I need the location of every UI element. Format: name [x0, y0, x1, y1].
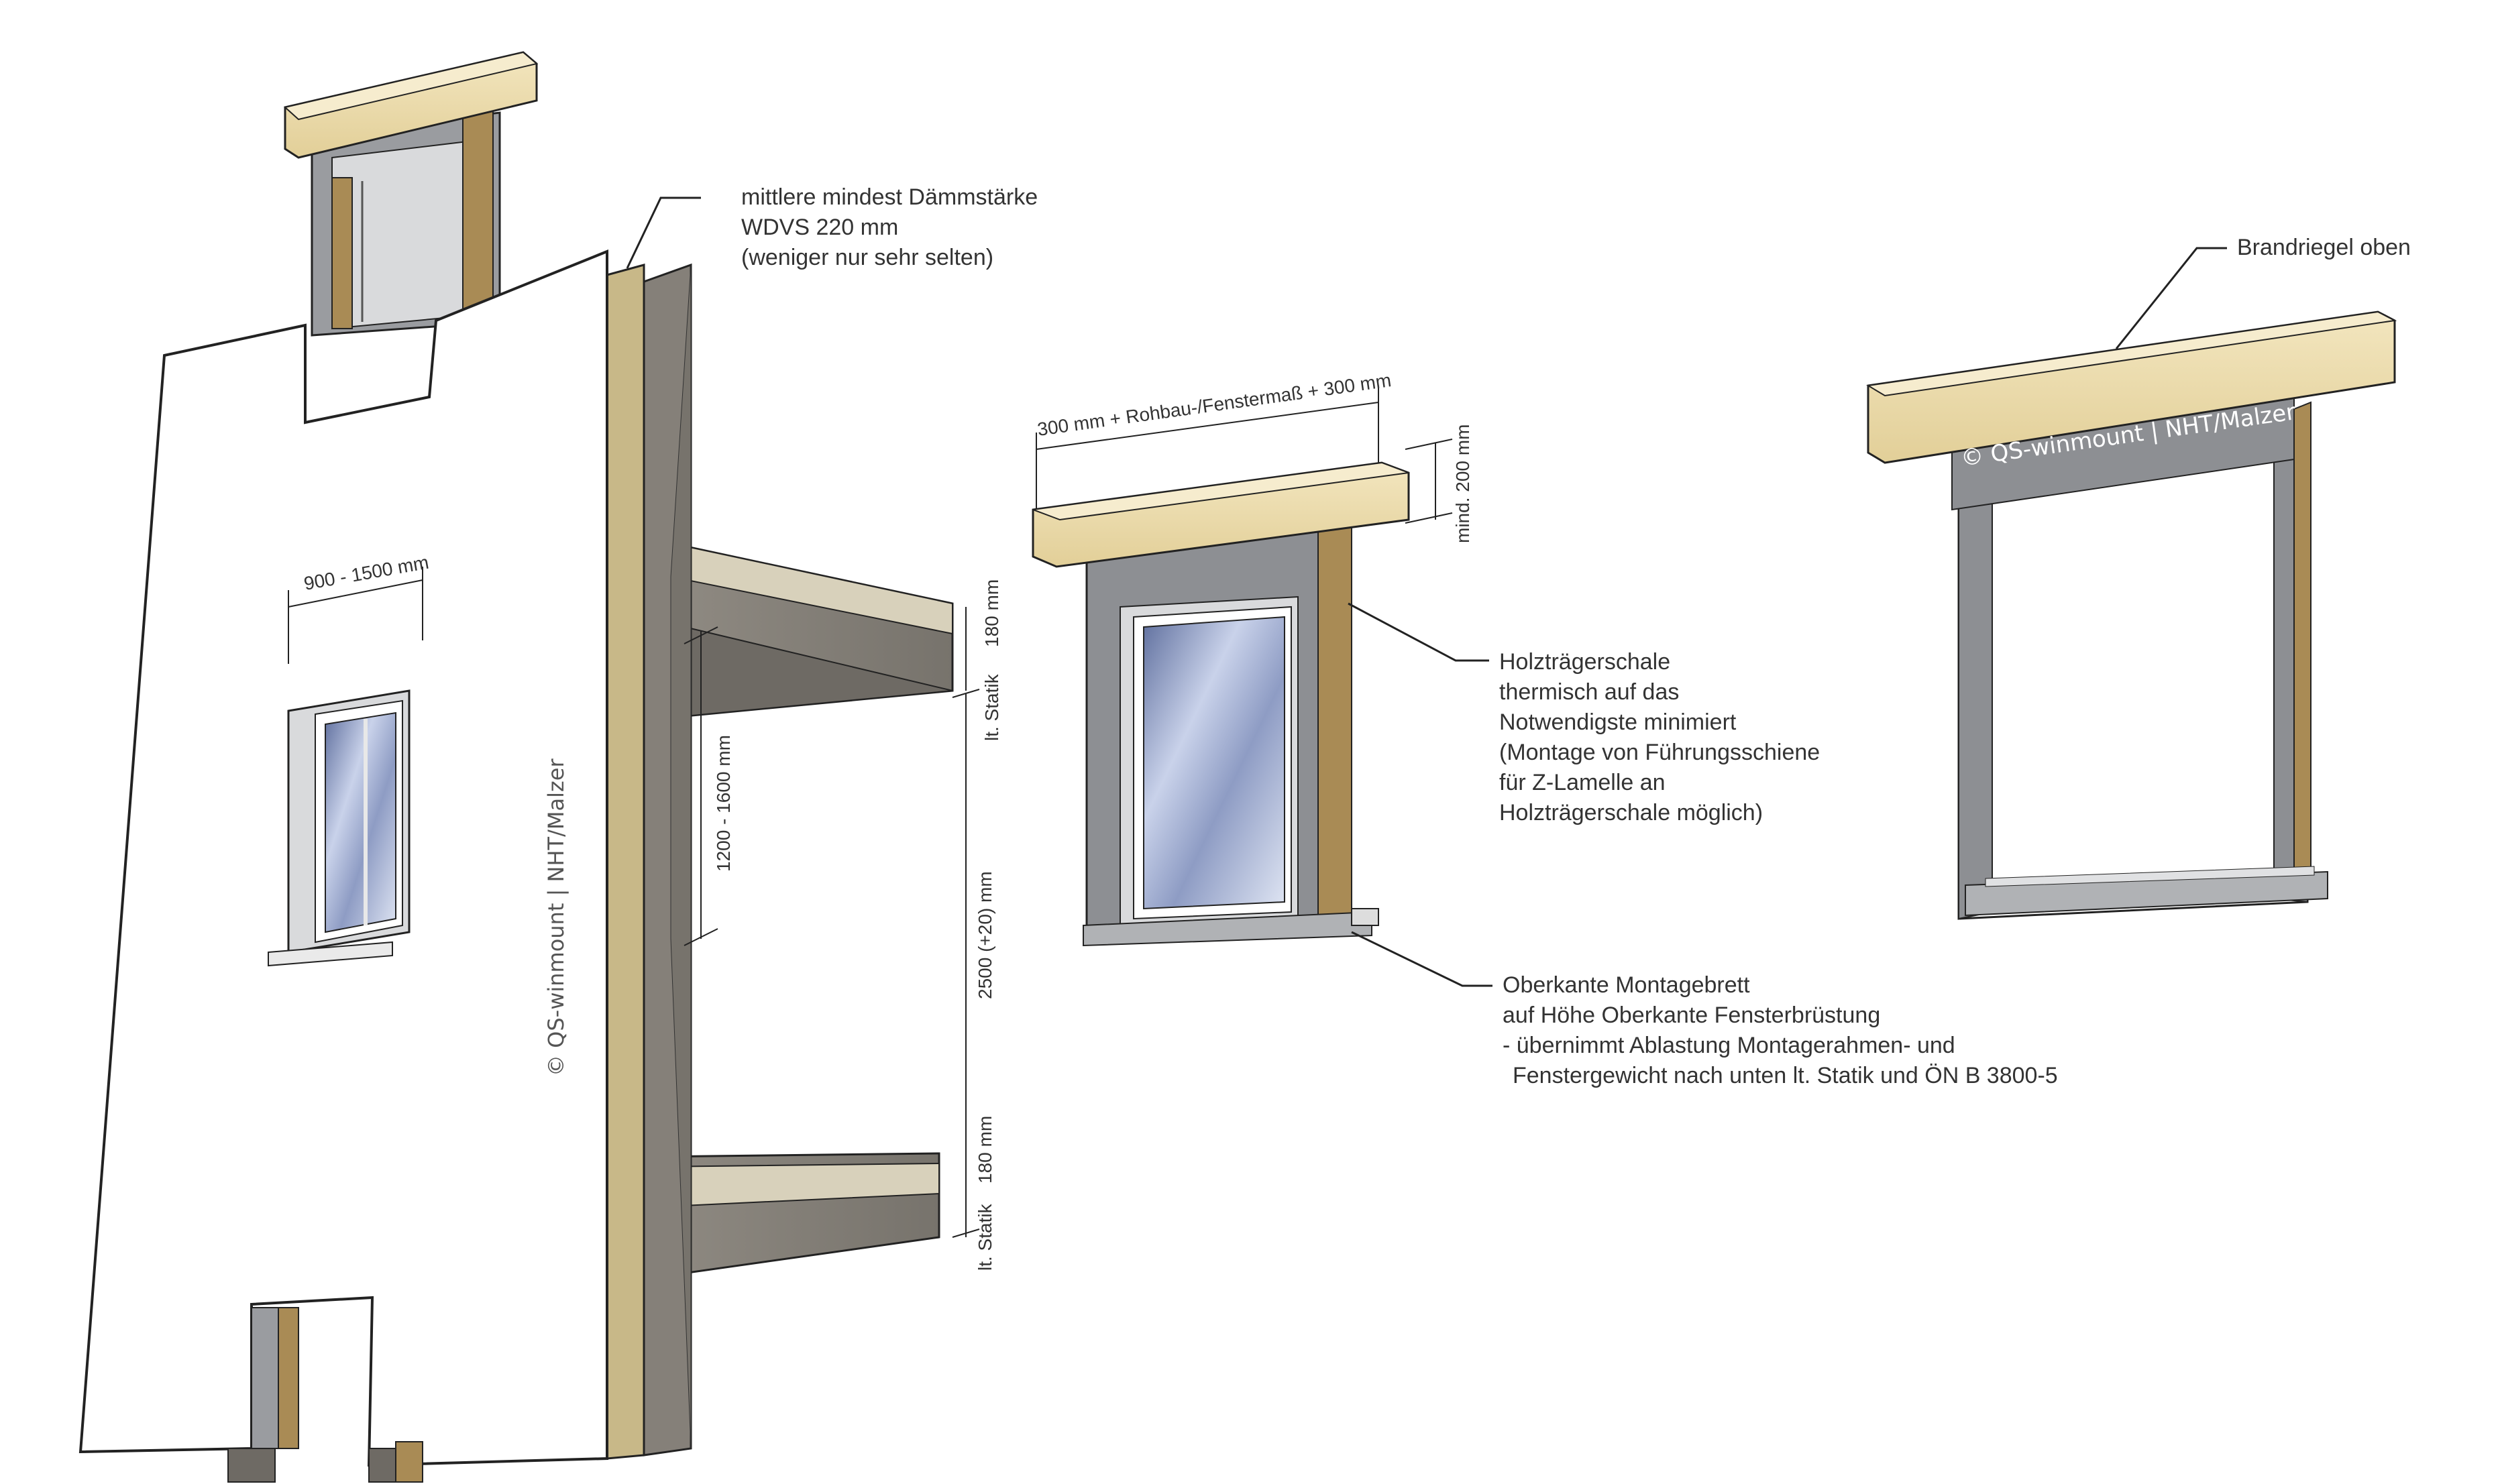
- annotation-insulation-line3: (weniger nur sehr selten): [741, 245, 993, 270]
- annotation-timber-shell-line6: Holzträgerschale möglich): [1499, 800, 1763, 825]
- upper-window-column: [311, 107, 501, 337]
- annotation-timber-shell-line1: Holzträgerschale: [1499, 649, 1670, 675]
- right-timber-beam: [1866, 310, 2397, 464]
- leader-fire-barrier: [2115, 247, 2227, 349]
- middle-timber-beam: [1032, 461, 1410, 568]
- dim-slab-top-label: 180 mm: [981, 579, 1002, 647]
- left-wall-assembly: mittlere mindest Dämmstärke WDVS 220 mm …: [78, 51, 1038, 1483]
- dim-beam-length-label: 300 mm + Rohbau-/Fenstermaß + 300 mm: [1036, 369, 1393, 440]
- annotation-board-line2: auf Höhe Oberkante Fensterbrüstung: [1503, 1003, 1880, 1028]
- right-frame-assembly: © QS-winmount | NHT/Malzer Brandriegel o…: [1866, 235, 2411, 920]
- lower-window-column: [227, 1307, 423, 1483]
- leader-insulation: [626, 196, 701, 269]
- annotation-board-line1: Oberkante Montagebrett: [1503, 972, 1750, 998]
- leader-board: [1351, 931, 1492, 987]
- annotation-board-line3: - übernimmt Ablastung Montagerahmen- und: [1503, 1033, 1955, 1058]
- board-bracket: [1351, 908, 1379, 926]
- annotation-fire-barrier: Brandriegel oben: [2237, 235, 2411, 260]
- dim-storey-label: 2500 (+20) mm: [975, 871, 995, 999]
- dim-slab-bottom-note: lt. Statik: [975, 1203, 995, 1271]
- dim-parapet: 1200 - 1600 mm: [684, 626, 734, 946]
- annotation-insulation-line2: WDVS 220 mm: [741, 215, 898, 240]
- annotation-timber-shell-line3: Notwendigste minimiert: [1499, 709, 1737, 735]
- dim-beam-height: mind. 200 mm: [1405, 424, 1473, 543]
- panel-window: [268, 689, 411, 967]
- concrete-wall-edge: [643, 263, 692, 1457]
- annotation-timber-shell-line4: (Montage von Führungsschiene: [1499, 740, 1820, 765]
- annotation-timber-shell-line5: für Z-Lamelle an: [1499, 770, 1666, 795]
- dim-beam-height-label: mind. 200 mm: [1452, 424, 1473, 543]
- middle-window-assembly: 300 mm + Rohbau-/Fenstermaß + 300 mm min…: [1032, 369, 2058, 1088]
- insulation-edge: [606, 264, 645, 1460]
- lower-concrete-slab: [653, 1152, 940, 1279]
- annotation-insulation-line1: mittlere mindest Dämmstärke: [741, 184, 1038, 210]
- dim-parapet-label: 1200 - 1600 mm: [713, 735, 734, 872]
- dim-slab-bottom-label: 180 mm: [975, 1116, 995, 1184]
- annotation-board-line4: Fenstergewicht nach unten lt. Statik und…: [1513, 1063, 2058, 1088]
- dim-storey: 2500 (+20) mm 180 mm lt. Statik 180 mm l…: [952, 579, 1002, 1271]
- leader-timber-shell: [1348, 602, 1489, 662]
- left-watermark: © QS-winmount | NHT/Malzer: [543, 758, 569, 1076]
- dim-slab-top-note: lt. Statik: [981, 673, 1002, 741]
- upper-timber-beam: [283, 51, 539, 159]
- upper-concrete-slab: [669, 542, 954, 719]
- annotation-timber-shell-line2: thermisch auf das: [1499, 679, 1679, 705]
